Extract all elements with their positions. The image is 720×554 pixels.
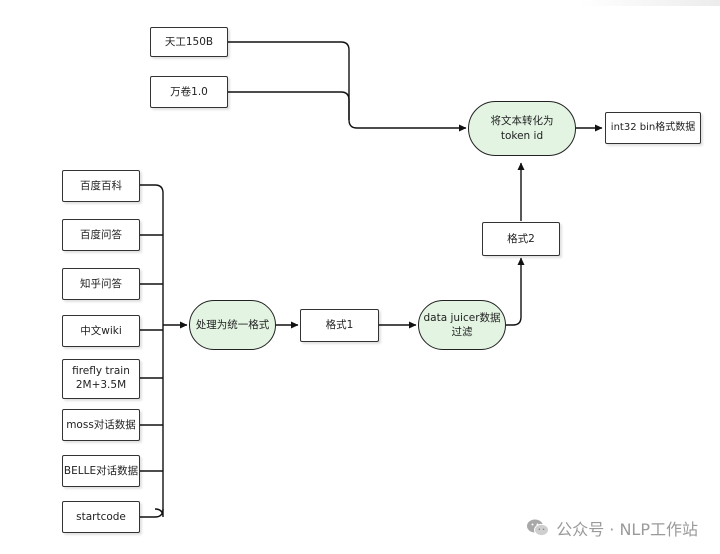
node-baidu-wenda: 百度问答	[62, 219, 140, 251]
node-token-convert: 将文本转化为 token id	[468, 101, 576, 156]
edge-juicer-format2	[506, 257, 525, 326]
node-tiangong: 天工150B	[150, 27, 228, 57]
edge-baidu-baike	[140, 184, 164, 518]
edge-wanjuan-token	[228, 91, 350, 120]
node-format2: 格式2	[482, 222, 560, 256]
node-wiki: 中文wiki	[62, 315, 140, 347]
node-moss: moss对话数据	[62, 409, 140, 441]
node-firefly: firefly train 2M+3.5M	[62, 359, 140, 399]
node-belle: BELLE对话数据	[62, 455, 140, 487]
edge-startcode	[140, 508, 164, 518]
node-unify-format: 处理为统一格式	[189, 300, 276, 350]
node-zhihu: 知乎问答	[62, 268, 140, 300]
watermark-text: 公众号 · NLP工作站	[556, 520, 698, 539]
node-baidu-baike: 百度百科	[62, 170, 140, 202]
node-startcode: startcode	[62, 501, 140, 533]
edge-tiangong-token	[228, 41, 467, 132]
node-data-juicer: data juicer数据 过滤	[418, 300, 506, 350]
top-edge-shadow	[580, 0, 720, 6]
watermark: 公众号 · NLP工作站	[526, 516, 698, 540]
node-wanjuan: 万卷1.0	[150, 76, 228, 108]
node-int32-output: int32 bin格式数据	[605, 112, 701, 144]
wechat-icon	[527, 519, 550, 537]
node-format1: 格式1	[300, 309, 379, 342]
